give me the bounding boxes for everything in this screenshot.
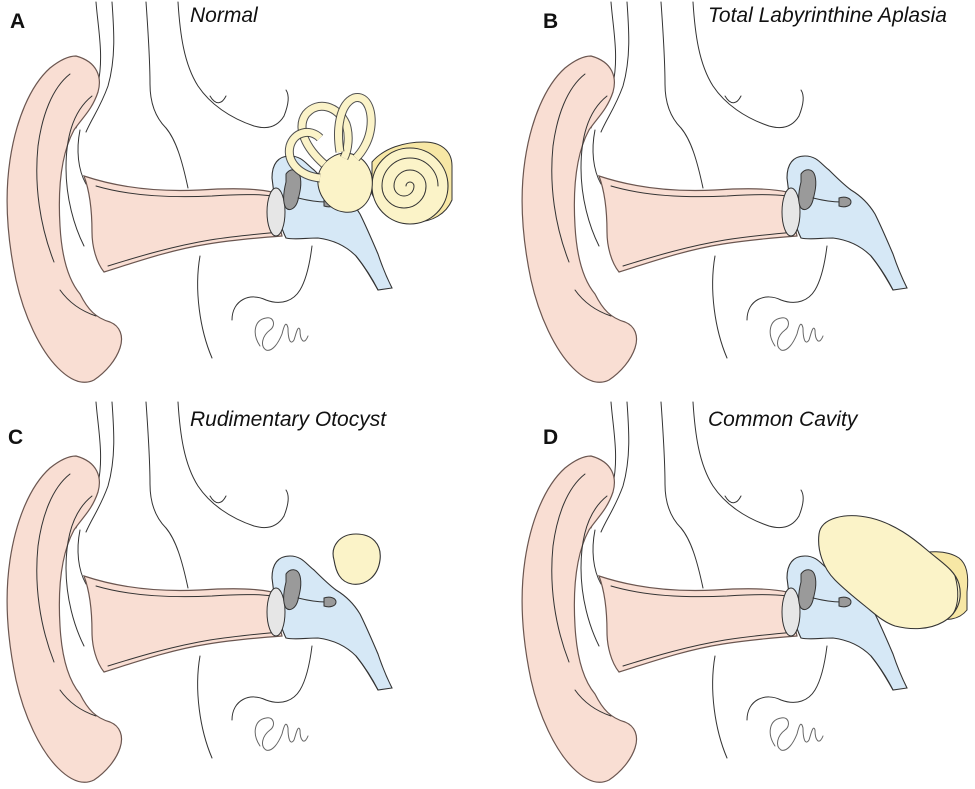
panel-letter: B [543,10,558,33]
panel-title: Normal [190,4,259,27]
panel-d: D Common Cavity [521,401,969,783]
panel-title: Rudimentary Otocyst [190,408,387,431]
panel-letter: A [10,10,25,33]
panel-b: B Total Labyrinthine Aplasia [521,1,947,383]
panel-title: Total Labyrinthine Aplasia [708,4,947,27]
inner-ear-common-cavity [818,515,969,630]
panel-letter: C [8,426,23,449]
inner-ear-normal [284,93,453,225]
panel-letter: D [543,426,558,449]
inner-ear-otocyst [332,533,381,585]
panel-c: C Rudimentary Otocyst [6,401,393,783]
panel-a: A Normal [6,1,453,383]
panel-title: Common Cavity [708,408,859,431]
